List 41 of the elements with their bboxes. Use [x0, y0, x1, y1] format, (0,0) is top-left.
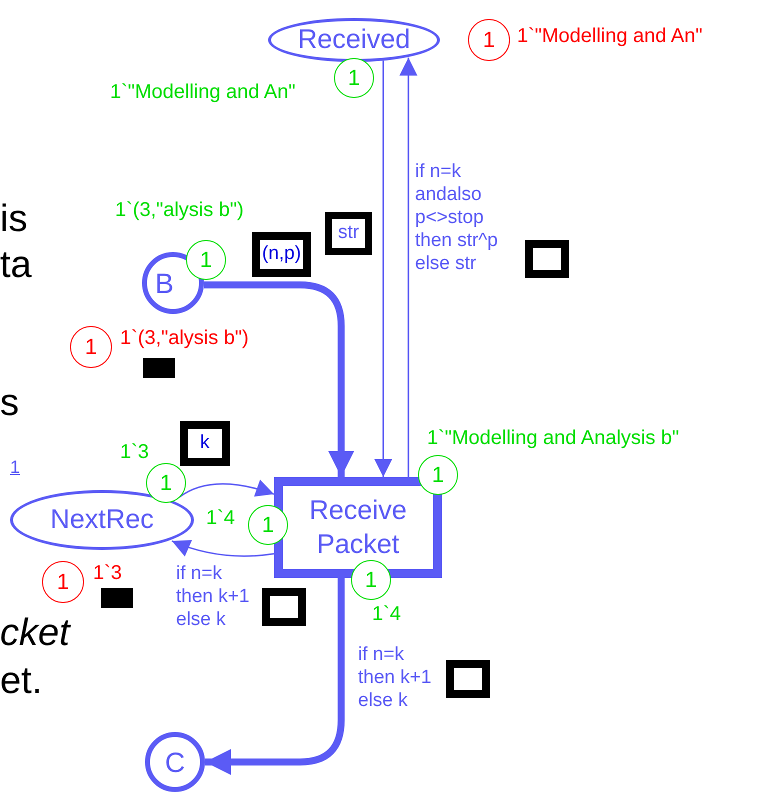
node-label: 1 [84, 333, 98, 361]
token-marking: 1`(3,"alysis b") [120, 328, 249, 348]
node-label: Receive Packet [308, 494, 408, 560]
arc-inscription: (n,p) [252, 232, 312, 276]
node-label: 1 [348, 64, 360, 92]
arc-inscription: if n=k then k+1 else k [358, 643, 432, 712]
node-label: B [155, 266, 174, 300]
token-marking: 1`"Modelling and An" [110, 82, 296, 102]
node-label: 1 [56, 568, 70, 596]
node-label: 1 [160, 469, 172, 497]
slide-text-fragment: s [0, 384, 19, 422]
arc-arrow [172, 540, 274, 557]
arc-arrow [205, 578, 345, 775]
node-label: 1 [482, 26, 496, 54]
slide-text-fragment: is [0, 200, 28, 238]
arc-inscription: str [325, 212, 372, 254]
token-marking: 1`"Modelling and Analysis b" [427, 428, 680, 448]
arc-arrow [374, 60, 392, 477]
slide-text-fragment: ta [0, 246, 32, 284]
node-label: Received [298, 23, 410, 56]
node-label: C [164, 746, 186, 780]
slide-text-fragment: cket [0, 614, 70, 652]
slide-text-fragment: et. [0, 662, 42, 700]
token-marking: 1`4 [206, 508, 235, 528]
token-marking: 1`3 [120, 442, 149, 462]
arc-arrow [399, 58, 418, 477]
node-label: 1 [432, 461, 444, 489]
node-label: 1 [364, 566, 378, 594]
arc-arrow [204, 281, 354, 477]
node-label: 1 [200, 246, 212, 274]
initial-marking: 1 [10, 458, 20, 476]
token-marking: 1`(3,"alysis b") [115, 200, 244, 220]
token-marking: 1`"Modelling and An" [517, 26, 702, 46]
arc-inscription: if n=k then k+1 else k [176, 562, 250, 631]
node-label: 1 [262, 511, 274, 539]
arc-inscription: k [180, 421, 230, 466]
arc-inscription: if n=k andalso p<>stop then str^p else str [415, 160, 499, 275]
token-marking: 1`4 [372, 604, 401, 624]
node-label: NextRec [50, 503, 154, 536]
arc-arrow [178, 480, 274, 498]
token-marking: 1`3 [93, 563, 122, 583]
